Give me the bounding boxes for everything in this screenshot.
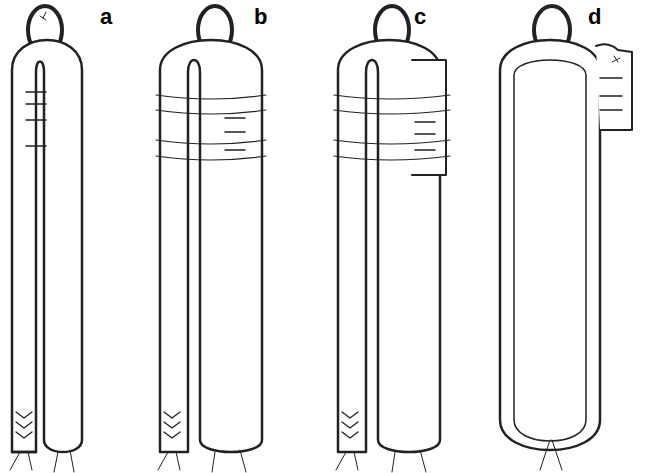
panel-letter: a [100,6,112,28]
panel-letter: b [254,6,267,28]
panel-letter: d [588,6,601,28]
panel-letter: c [414,6,426,28]
